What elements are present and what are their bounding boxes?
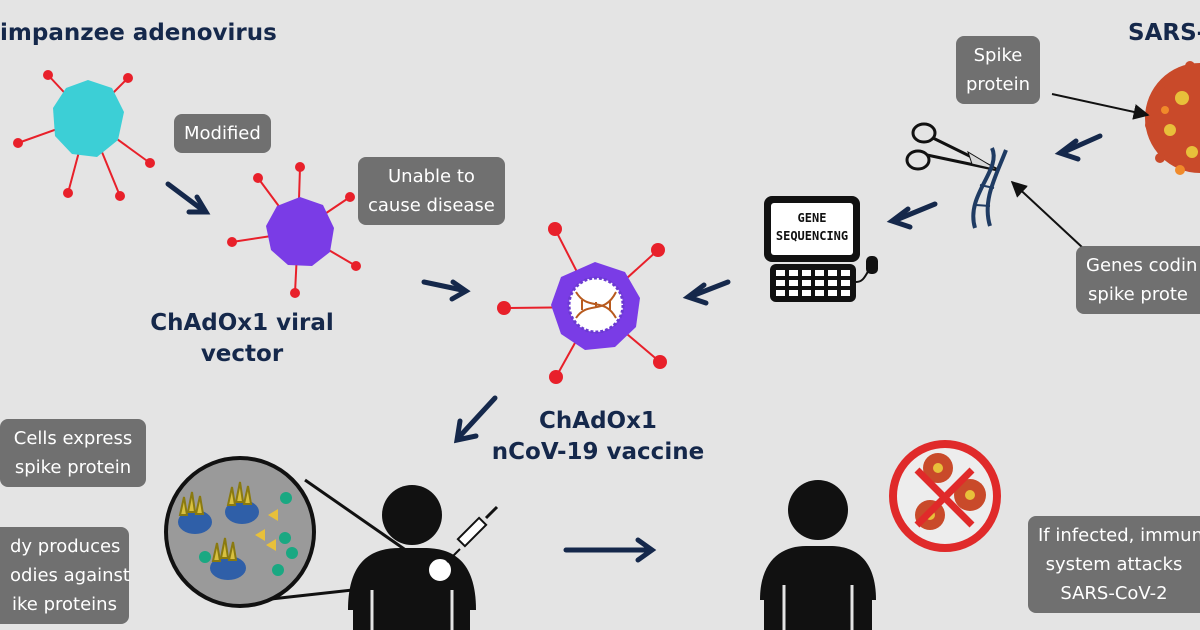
vaccine-line-1: ChAdOx1 [539,408,657,434]
arrow-to-vaccine [421,279,465,293]
cut-dna-icon [971,147,1008,229]
viral-vector-line-1: ChAdOx1 viral [150,310,334,336]
unable-line-2: cause disease [368,195,495,216]
viral-vector-label: ChAdOx1 viral vector [142,308,342,370]
spike-line-1: Spike [973,45,1023,66]
genes-line-1: Genes codin [1086,255,1198,276]
genes-line-2: spike prote [1088,284,1188,305]
viral-vector-line-2: vector [200,341,284,368]
arrow-to-computer [893,201,938,223]
gene-sequencing-computer-icon: GENE SEQUENCING [764,196,878,302]
spike-line-2: protein [966,74,1030,95]
chimpanzee-adenovirus-label: impanzee adenovirus [0,20,277,46]
infected-line-1: If infected, immun [1038,525,1200,546]
flow-arrows [165,133,1103,563]
if-infected-box: If infected, immun system attacks SARS-C… [1028,516,1200,613]
no-virus-icon [889,440,1001,552]
modified-box: Modified [174,114,271,153]
arrow-from-sars [1061,133,1103,155]
body-line-1: dy produces [10,536,121,557]
sequencing-label: SEQUENCING [776,229,848,243]
cells-line-1: Cells express [13,428,133,449]
spike-pointer-arrow [1051,93,1150,120]
genes-pointer-arrow [1010,180,1084,249]
arrow-modify [165,181,203,211]
vaccine-virus-icon [497,222,667,384]
syringe-icon [446,505,499,563]
unable-to-cause-disease-box: Unable to cause disease [358,157,505,225]
vaccine-line-2: nCoV-19 vaccine [491,439,705,466]
body-line-2: odies against [10,565,130,586]
scissors-icon [905,122,999,172]
vaccine-label: ChAdOx1 nCoV-19 vaccine [478,406,718,468]
infected-line-3: SARS-CoV-2 [1060,583,1168,604]
infected-line-2: system attacks [1045,554,1183,575]
body-produces-box: dy produces odies against ike proteins [0,527,130,624]
genes-coding-box: Genes codin spike prote [1076,246,1200,314]
cells-line-2: spike protein [14,457,132,478]
cells-express-box: Cells express spike protein [0,419,146,487]
zoom-line-top [304,478,421,562]
spike-protein-box: Spike protein [956,36,1040,104]
unable-line-1: Unable to [387,166,475,187]
arrow-from-computer [689,279,731,299]
body-line-3: ike proteins [12,594,117,615]
gene-label: GENE [798,211,827,225]
zoom-cells-icon [164,456,316,608]
arrow-to-person [457,395,498,439]
sars-cov-2-virus-icon [1145,61,1200,175]
person-protected-icon [760,480,876,630]
person-vaccinated-icon [348,485,476,630]
viral-vector-icon [227,162,361,298]
dna-icon [575,291,617,319]
chimpanzee-adenovirus-icon [13,70,155,201]
sars-label: SARS- [1128,20,1200,46]
